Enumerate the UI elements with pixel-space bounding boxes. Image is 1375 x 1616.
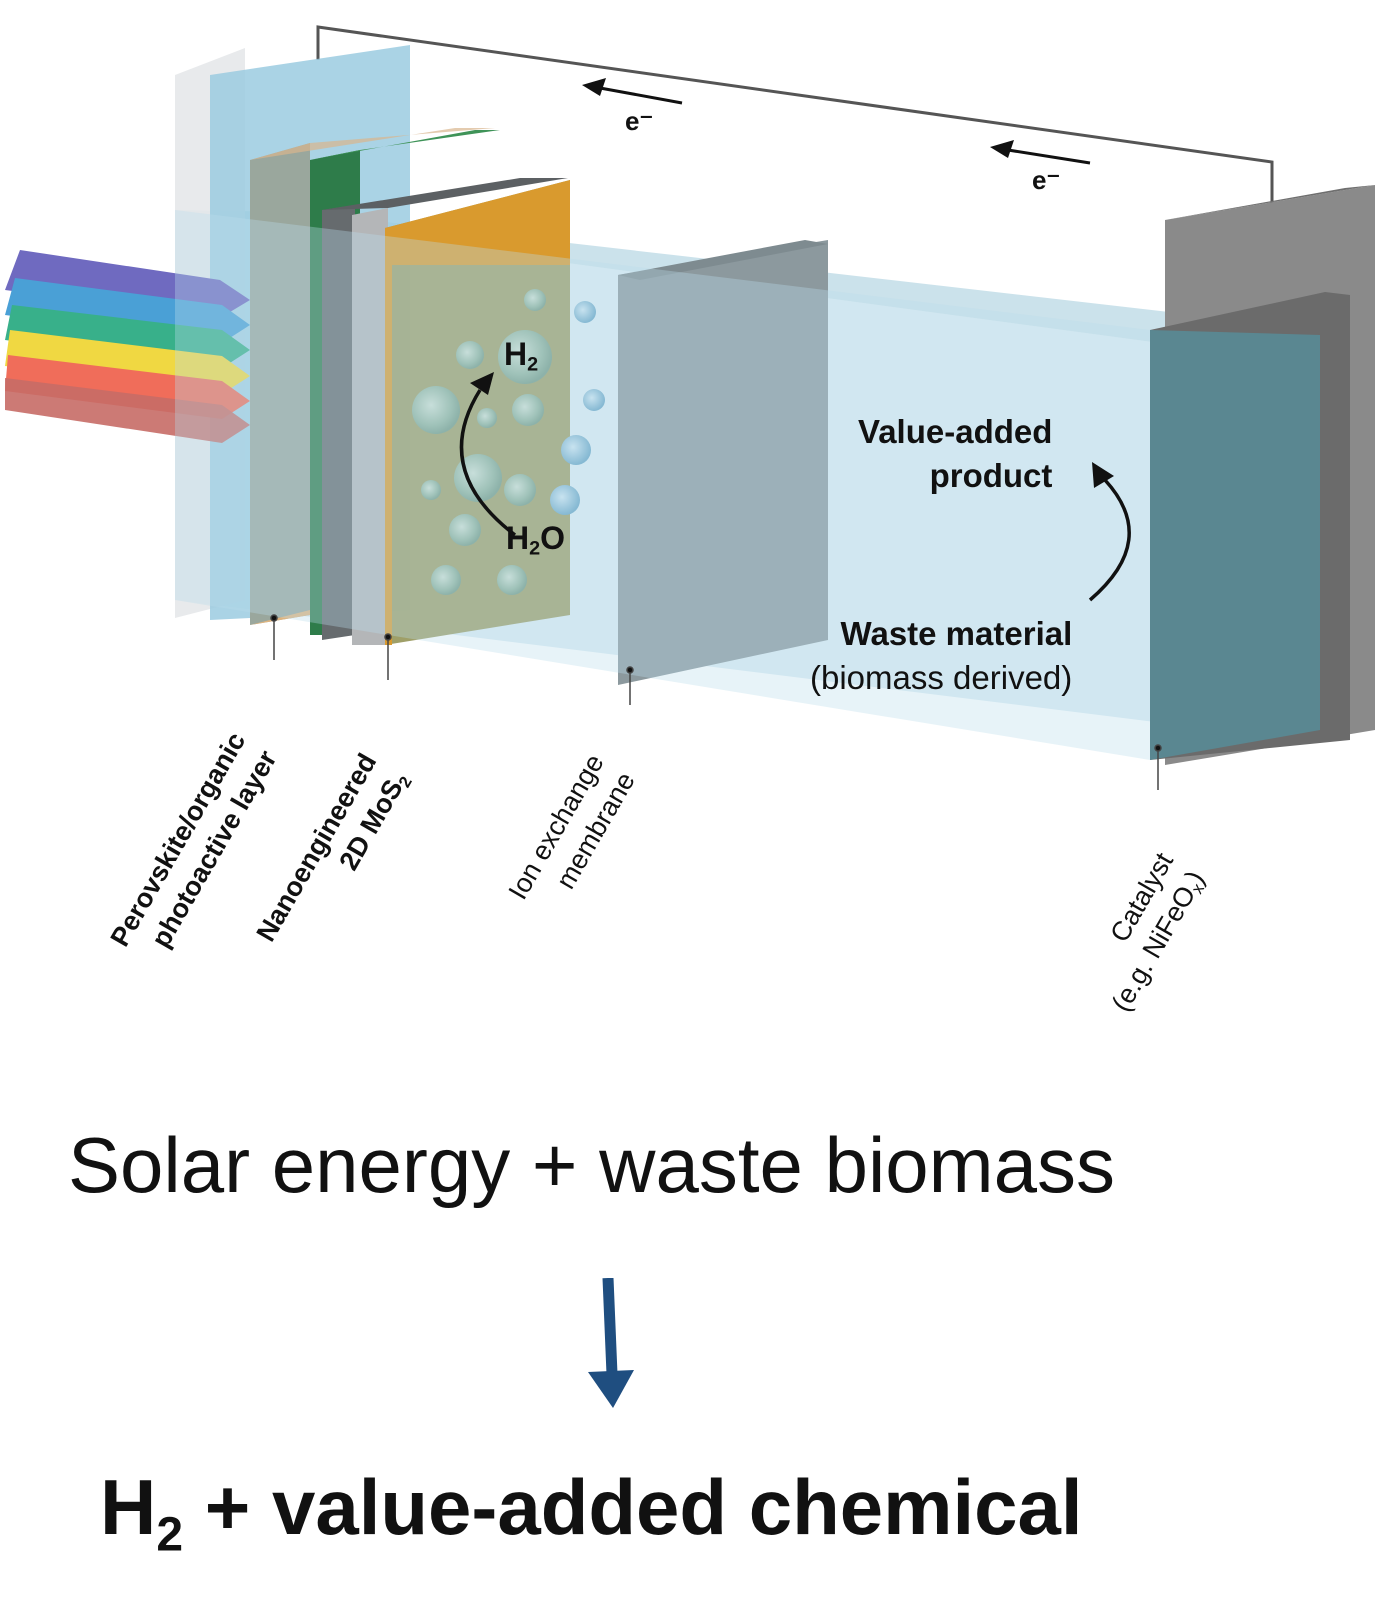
solar-cell-diagram xyxy=(5,25,1375,790)
electrolyte-front xyxy=(175,210,1150,760)
h2o-label: H2O xyxy=(506,520,566,560)
h2-label: H2 xyxy=(504,336,539,376)
grey-layer-light xyxy=(352,208,388,645)
water-to-h2-arrow xyxy=(459,372,517,537)
electron-label-2: e⁻ xyxy=(1032,165,1061,195)
electron-label-1: e⁻ xyxy=(625,106,654,136)
light-beam xyxy=(5,250,250,443)
grey-layer-top xyxy=(322,178,568,210)
reaction-arrow xyxy=(588,1278,634,1408)
leader-lines xyxy=(270,614,1162,790)
grey-layer-dark xyxy=(322,205,355,640)
ion-exchange-membrane xyxy=(618,240,828,685)
mos2-layer xyxy=(385,180,570,645)
waste-to-product-arrow xyxy=(1088,462,1131,602)
electron-arrow-1 xyxy=(582,78,683,105)
circuit-wire xyxy=(316,25,1274,205)
value-added-label: Value-added product xyxy=(858,413,1053,494)
products-text: H2 + value-added chemical xyxy=(100,1463,1083,1562)
catalyst-electrode xyxy=(1150,185,1375,765)
hydrogen-bubbles xyxy=(412,289,605,595)
reactants-text: Solar energy + waste biomass xyxy=(68,1121,1116,1209)
electron-arrow-2 xyxy=(990,140,1091,165)
waste-material-label: Waste material (biomass derived) xyxy=(810,615,1073,696)
perovskite-layer xyxy=(250,128,495,625)
